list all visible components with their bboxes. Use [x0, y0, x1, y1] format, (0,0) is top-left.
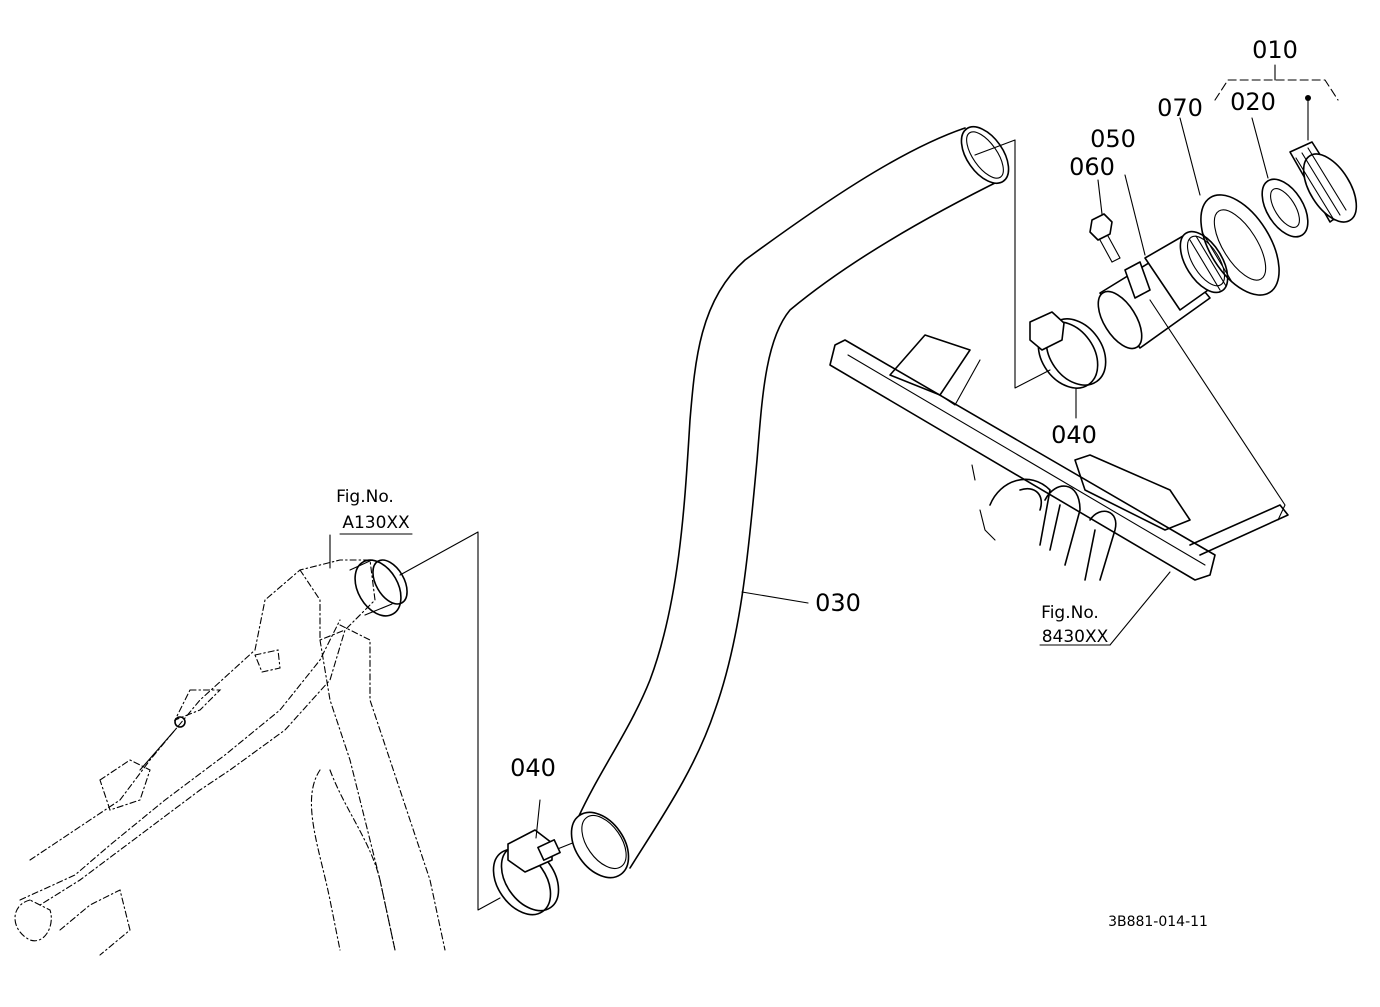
- diagram-code: 3B881-014-11: [1108, 914, 1208, 930]
- callout-070: 070: [1157, 94, 1203, 122]
- radiator-hose-030: [570, 126, 1051, 879]
- ref-right-code[interactable]: 8430XX: [1042, 627, 1109, 647]
- callout-010: 010: [1252, 36, 1298, 64]
- callout-050: 050: [1090, 125, 1136, 153]
- callout-060: 060: [1069, 153, 1115, 181]
- mounting-bracket-right: [829, 334, 1289, 646]
- ref-right-title: Fig.No.: [1041, 603, 1099, 623]
- filler-neck-050: [1097, 174, 1286, 521]
- upper-clamp-040: [1029, 311, 1107, 419]
- callout-040-upper: 040: [1051, 421, 1097, 449]
- filler-cap-010: [1214, 64, 1358, 223]
- ref-left-code[interactable]: A130XX: [342, 513, 410, 533]
- callout-030: 030: [815, 589, 861, 617]
- ref-left-title: Fig.No.: [336, 487, 394, 507]
- callout-020: 020: [1230, 88, 1276, 116]
- radiator-frame-left: [14, 559, 446, 956]
- bolt-060: [1089, 179, 1121, 263]
- seal-020: [1251, 117, 1309, 238]
- hose-clamp-lower-040: [492, 799, 561, 916]
- callout-040-lower: 040: [510, 754, 556, 782]
- gasket-070: [1179, 117, 1280, 296]
